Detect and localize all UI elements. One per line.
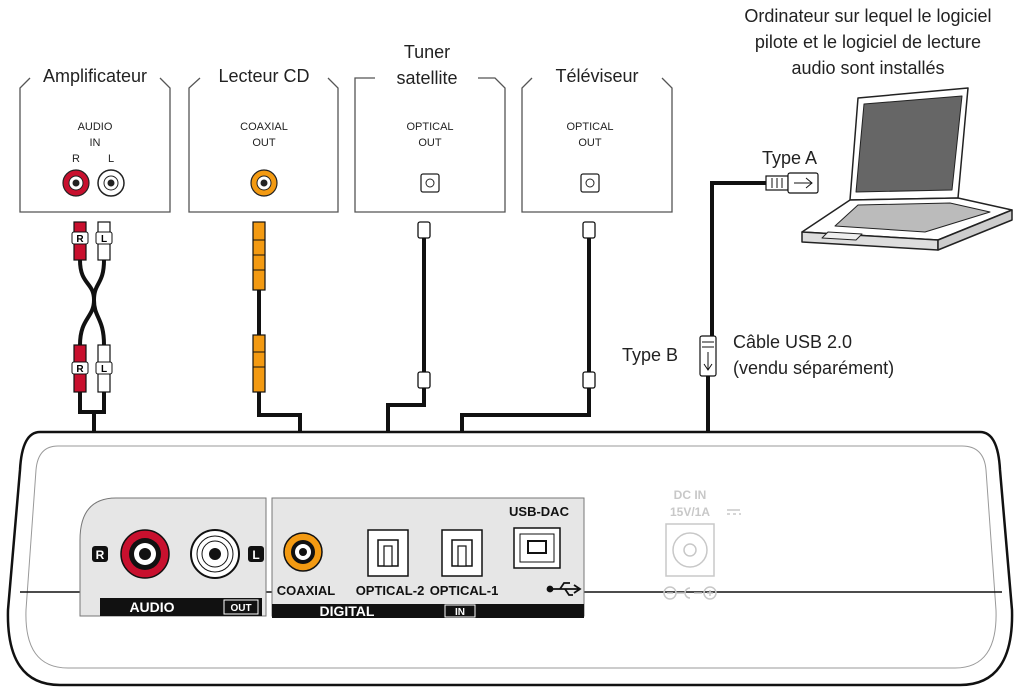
usb-icon	[546, 582, 582, 596]
dc-in-section: DC IN 15V/1A	[663, 488, 741, 600]
computer-label-line1: Ordinateur sur lequel le logiciel	[744, 6, 991, 26]
rca-plug-l-bottom-label: L	[101, 364, 107, 375]
amplifier-l-label: L	[108, 153, 114, 165]
tv-port-line1: OPTICAL	[566, 121, 613, 133]
rca-plug-l-top: L	[95, 221, 113, 261]
amplifier-r-label: R	[72, 153, 80, 165]
rca-plug-l-top-label: L	[101, 234, 107, 245]
tuner-port-line1: OPTICAL	[406, 121, 453, 133]
panel-usb-b-jack	[513, 527, 561, 569]
usb-cable-label-line2: (vendu séparément)	[733, 358, 894, 378]
tuner-optical-jack	[420, 173, 440, 193]
amplifier-box: Amplificateur AUDIO IN R L	[19, 66, 171, 213]
cd-player-port-line2: OUT	[252, 137, 276, 149]
cd-player-coaxial-jack	[250, 169, 278, 197]
tv-optical-jack	[580, 173, 600, 193]
panel-usb-dac-label: USB-DAC	[509, 504, 570, 519]
panel-optical1-label: OPTICAL-1	[430, 583, 499, 598]
panel-optical1-jack	[441, 529, 483, 577]
device-rear-panel: AUDIO OUT R L DIGITAL	[6, 430, 1014, 687]
panel-r-label: R	[96, 548, 105, 562]
tv-box: Téléviseur OPTICAL OUT	[521, 66, 673, 213]
type-a-label: Type A	[762, 148, 817, 168]
amplifier-title: Amplificateur	[43, 66, 147, 86]
rca-plug-r-bottom-label: R	[76, 364, 84, 375]
dc-polarity-icon	[663, 586, 717, 600]
tuner-port-line2: OUT	[418, 137, 442, 149]
amplifier-jack-l	[97, 169, 125, 197]
computer-label-line2: pilote et le logiciel de lecture	[755, 32, 981, 52]
panel-coaxial-label: COAXIAL	[277, 583, 336, 598]
panel-audio-label: AUDIO	[129, 599, 174, 615]
computer-label: Ordinateur sur lequel le logiciel pilote…	[744, 6, 991, 78]
tuner-title-line1: Tuner	[404, 42, 450, 62]
panel-optical2-label: OPTICAL-2	[356, 583, 425, 598]
cd-player-box: Lecteur CD COAXIAL OUT	[188, 66, 339, 213]
digital-input-section: DIGITAL IN COAXIAL OPTICAL-2 OPTIC	[271, 497, 585, 619]
panel-jack-r	[120, 529, 170, 579]
panel-dc-in-label: DC IN	[674, 488, 707, 502]
amplifier-jack-r	[62, 169, 90, 197]
computer-label-line3: audio sont installés	[791, 58, 944, 78]
rca-plug-r-top: R	[71, 221, 89, 261]
tuner-title-line2: satellite	[396, 68, 457, 88]
usb-type-b-plug	[699, 335, 717, 377]
panel-dc-rating-label: 15V/1A	[670, 505, 710, 519]
tv-port-line2: OUT	[578, 137, 602, 149]
usb-cable-label-line1: Câble USB 2.0	[733, 332, 852, 352]
panel-coaxial-jack	[283, 532, 323, 572]
panel-optical2-jack	[367, 529, 409, 577]
cd-player-port-line1: COAXIAL	[240, 121, 288, 133]
audio-output-section: AUDIO OUT R L	[79, 497, 267, 617]
panel-l-label: L	[252, 548, 259, 562]
laptop-icon	[801, 87, 1013, 251]
cd-player-title: Lecteur CD	[218, 66, 309, 86]
panel-jack-l	[190, 529, 240, 579]
coaxial-cable	[252, 221, 302, 548]
panel-in-label: IN	[455, 607, 465, 618]
amplifier-port-line1: AUDIO	[78, 121, 113, 133]
usb-type-a-plug	[765, 172, 819, 194]
rca-plug-r-top-label: R	[76, 234, 84, 245]
rca-plug-l-bottom: L	[95, 344, 113, 393]
tuner-box: Tuner satellite OPTICAL OUT	[354, 42, 506, 213]
rca-plug-r-bottom: R	[71, 344, 89, 393]
type-b-label: Type B	[622, 345, 678, 365]
tv-title: Téléviseur	[555, 66, 638, 86]
panel-out-label: OUT	[230, 603, 251, 614]
panel-digital-label: DIGITAL	[320, 603, 375, 619]
amplifier-port-line2: IN	[90, 137, 101, 149]
